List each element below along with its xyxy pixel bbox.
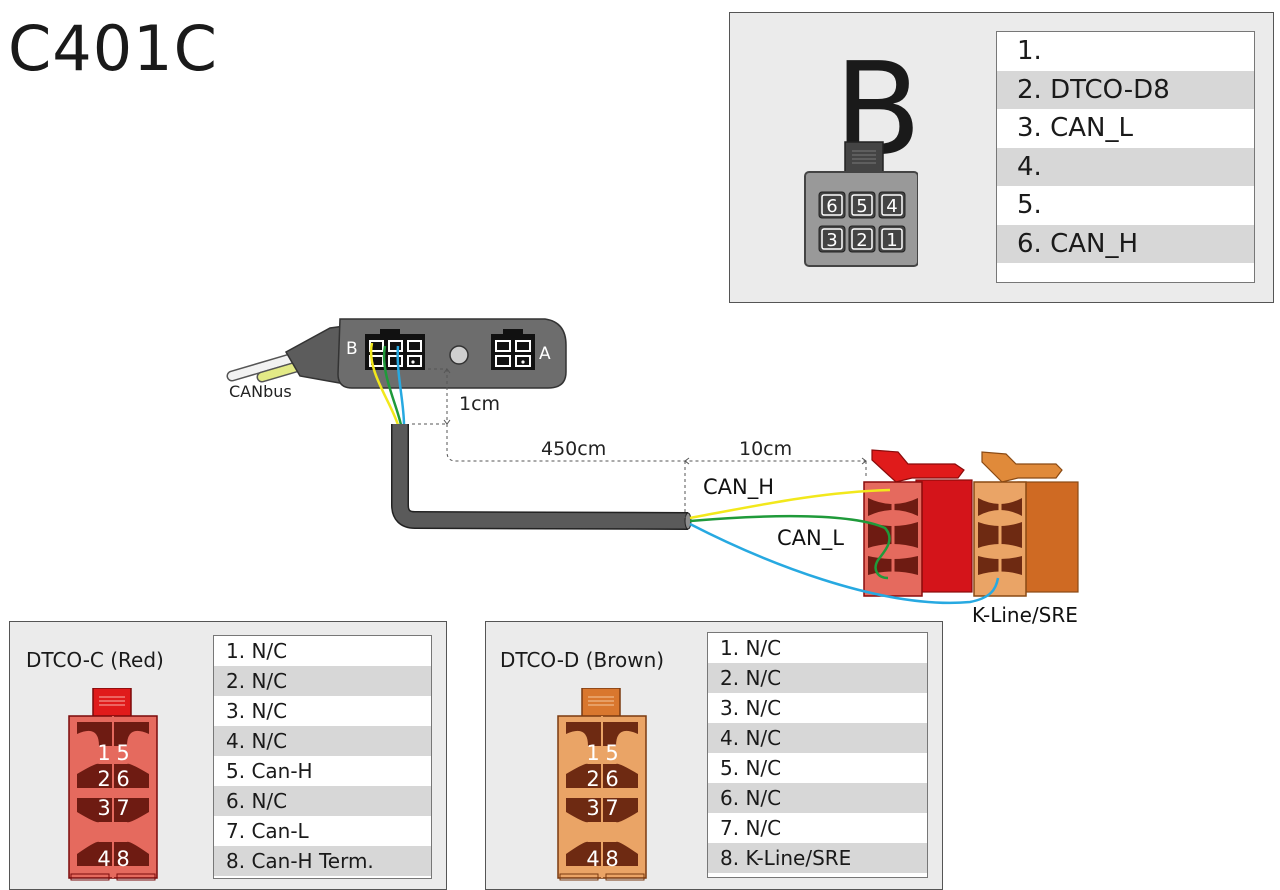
pin-number: 7 (605, 796, 618, 820)
pin-number: 4 (586, 847, 599, 871)
pin-number: 1 (97, 741, 110, 765)
pin-item: 4. N/C (708, 723, 927, 753)
pin-number: 1 (586, 741, 599, 765)
dtco-c-panel: DTCO-C (Red) 1 5 2 6 3 7 4 8 1. N/C 2. N… (9, 621, 447, 890)
pin-number: 8 (116, 847, 129, 871)
port-b-label: B (346, 339, 358, 359)
pin-number: 5 (605, 741, 618, 765)
pin-item: 3. CAN_L (1017, 113, 1133, 143)
socket-pin-label: 2 (856, 230, 867, 251)
kline-label: K-Line/SRE (972, 603, 1078, 627)
pin-number: 6 (116, 767, 129, 791)
pin-item: 2. N/C (708, 663, 927, 693)
pin-item: 7. N/C (720, 816, 782, 840)
dtco-c-connector-icon: 1 5 2 6 3 7 4 8 (68, 688, 158, 881)
dtco-c-pin-list: 1. N/C 2. N/C 3. N/C 4. N/C 5. Can-H 6. … (213, 635, 432, 879)
pin-number: 2 (586, 767, 599, 791)
dtco-d-panel: DTCO-D (Brown) 1 5 2 6 3 7 4 8 1. N/C 2.… (485, 621, 943, 890)
pin-number: 3 (586, 796, 599, 820)
pin-item: 3. N/C (720, 696, 782, 720)
connector-b-panel: B 6 5 4 3 2 1 1. 2. DTCO-D8 3. CAN_L 4. … (729, 12, 1274, 303)
dimension-450cm: 450cm (541, 438, 606, 460)
pin-item: 6. N/C (214, 786, 431, 816)
can-h-label: CAN_H (703, 475, 774, 500)
pin-item: 3. N/C (226, 699, 288, 723)
brown-connector (973, 451, 1079, 597)
pin-item: 5. N/C (720, 756, 782, 780)
red-connector (863, 449, 973, 597)
pin-number: 6 (605, 767, 618, 791)
connector-b-pin-list: 1. 2. DTCO-D8 3. CAN_L 4. 5. 6. CAN_H (996, 31, 1255, 283)
dtco-d-pin-list: 1. N/C 2. N/C 3. N/C 4. N/C 5. N/C 6. N/… (707, 632, 928, 878)
diagram-title: C401C (8, 12, 218, 85)
pin-number: 2 (97, 767, 110, 791)
connector-b-socket-icon: 6 5 4 3 2 1 (804, 141, 918, 267)
pin-item: 1. (1017, 36, 1042, 66)
kline-wire (689, 522, 1000, 605)
can-l-label: CAN_L (777, 526, 844, 551)
pin-number: 4 (97, 847, 110, 871)
pin-item: 1. N/C (720, 636, 782, 660)
pin-number: 8 (605, 847, 618, 871)
device-body (284, 318, 567, 389)
socket-pin-label: 6 (826, 196, 837, 217)
dtco-d-connector-icon: 1 5 2 6 3 7 4 8 (557, 688, 647, 881)
pin-item: 4. N/C (214, 726, 431, 756)
dtco-c-title: DTCO-C (Red) (26, 648, 164, 672)
pin-item: 2. DTCO-D8 (997, 70, 1254, 109)
dtco-d-title: DTCO-D (Brown) (500, 648, 665, 672)
pin-number: 7 (116, 796, 129, 820)
pin-number: 3 (97, 796, 110, 820)
pin-item: 2. N/C (214, 666, 431, 696)
pin-item: 7. Can-L (226, 819, 309, 843)
pin-item: 8. Can-H Term. (214, 846, 431, 876)
dimension-10cm: 10cm (739, 438, 792, 460)
pin-item: 5. (1017, 190, 1042, 220)
port-a-label: A (539, 344, 551, 364)
wiring-diagram: CANbus B A (226, 318, 1079, 627)
socket-pin-label: 4 (886, 196, 897, 217)
socket-pin-label: 1 (886, 230, 897, 251)
pin-item: 4. (997, 147, 1254, 186)
pin-number: 5 (116, 741, 129, 765)
socket-pin-label: 3 (826, 230, 837, 251)
pin-item: 6. N/C (708, 783, 927, 813)
can-h-wire (689, 488, 891, 520)
pin-item: 1. N/C (226, 639, 288, 663)
dimension-1cm: 1cm (459, 393, 500, 415)
pin-item: 5. Can-H (226, 759, 313, 783)
canbus-label: CANbus (229, 382, 292, 401)
can-l-wire (689, 514, 891, 580)
pin-item: 8. K-Line/SRE (708, 843, 927, 873)
socket-pin-label: 5 (856, 196, 867, 217)
pin-item: 6. CAN_H (997, 224, 1254, 263)
